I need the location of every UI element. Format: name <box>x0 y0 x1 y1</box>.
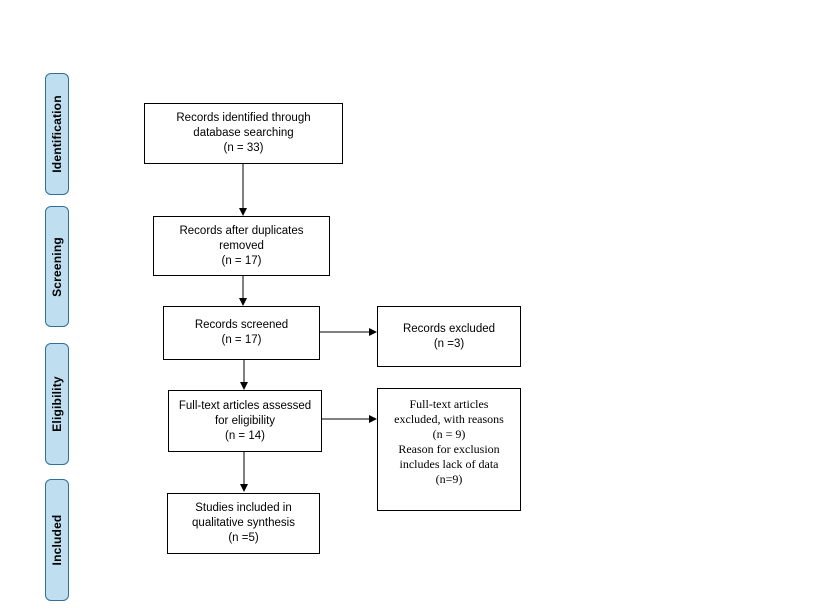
box-records-screened: Records screened (n = 17) <box>163 306 320 360</box>
phase-included: Included <box>45 479 69 601</box>
box-records-excluded: Records excluded (n =3) <box>377 306 521 367</box>
phase-identification: Identification <box>45 73 69 195</box>
box-fulltext-excluded-reason-count: (n=9) <box>435 472 463 486</box>
box-excluded-count: (n =3) <box>433 337 465 350</box>
box-fulltext-excluded-count: (n = 9) <box>432 427 466 441</box>
box-fulltext-assessed-line-2: for eligibility <box>214 414 276 427</box>
box-after-duplicates-line-2: removed <box>219 239 264 252</box>
phase-screening: Screening <box>45 206 69 327</box>
box-fulltext-excluded: Full-text articles excluded, with reason… <box>377 388 521 511</box>
box-records-identified: Records identified through database sear… <box>144 103 343 164</box>
box-fulltext-assessed-line-1: Full-text articles assessed <box>178 399 312 412</box>
box-records-identified-line-1: Records identified through <box>176 112 311 124</box>
box-records-identified-count: (n = 33) <box>223 142 264 154</box>
box-included-count: (n =5) <box>228 532 259 544</box>
box-fulltext-excluded-line-1: Full-text articles <box>409 397 489 411</box>
box-fulltext-assessed: Full-text articles assessed for eligibil… <box>168 390 322 452</box>
box-after-duplicates-line-1: Records after duplicates <box>179 224 304 237</box>
box-included-line-1: Studies included in <box>195 502 292 514</box>
box-screened-line-1: Records screened <box>194 319 289 331</box>
box-records-identified-line-2: database searching <box>193 127 294 139</box>
box-excluded-line-1: Records excluded <box>402 322 496 335</box>
box-screened-count: (n = 17) <box>221 334 262 346</box>
box-records-after-duplicates: Records after duplicates removed (n = 17… <box>153 216 330 276</box>
box-included-line-2: qualitative synthesis <box>192 517 295 529</box>
box-fulltext-excluded-line-2: excluded, with reasons <box>394 412 504 426</box>
box-studies-included: Studies included in qualitative synthesi… <box>167 493 320 554</box>
box-fulltext-assessed-count: (n = 14) <box>225 429 265 442</box>
box-after-duplicates-count: (n = 17) <box>221 254 262 267</box>
box-fulltext-excluded-reason-2: includes lack of data <box>399 457 499 471</box>
box-fulltext-excluded-reason-1: Reason for exclusion <box>398 442 500 456</box>
phase-eligibility: Eligibility <box>45 343 69 465</box>
